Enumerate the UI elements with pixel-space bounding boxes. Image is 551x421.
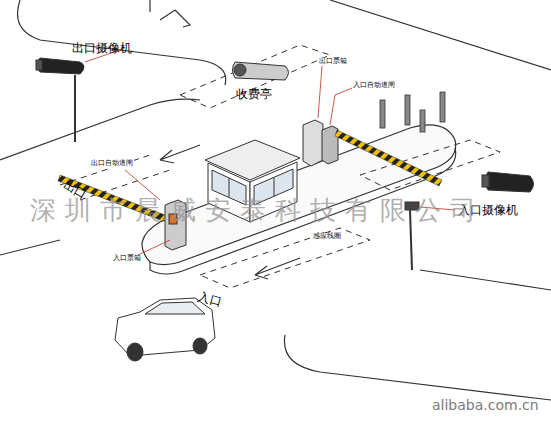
part-label: 感应线圈 [312,233,342,241]
watermark: 深圳市晨威安泰科技有限公司 [30,196,485,225]
part-label: 入口票箱 [112,255,142,263]
booth-label: 收费亭 [236,88,272,101]
watermark: alibaba.com.cn [432,398,539,413]
part-label: 入口自动道闸 [352,82,396,90]
camera-label: 出口摄像机 [72,42,132,55]
part-label: 出口票箱 [318,58,348,66]
part-label: 出口自动道闸 [90,160,134,168]
